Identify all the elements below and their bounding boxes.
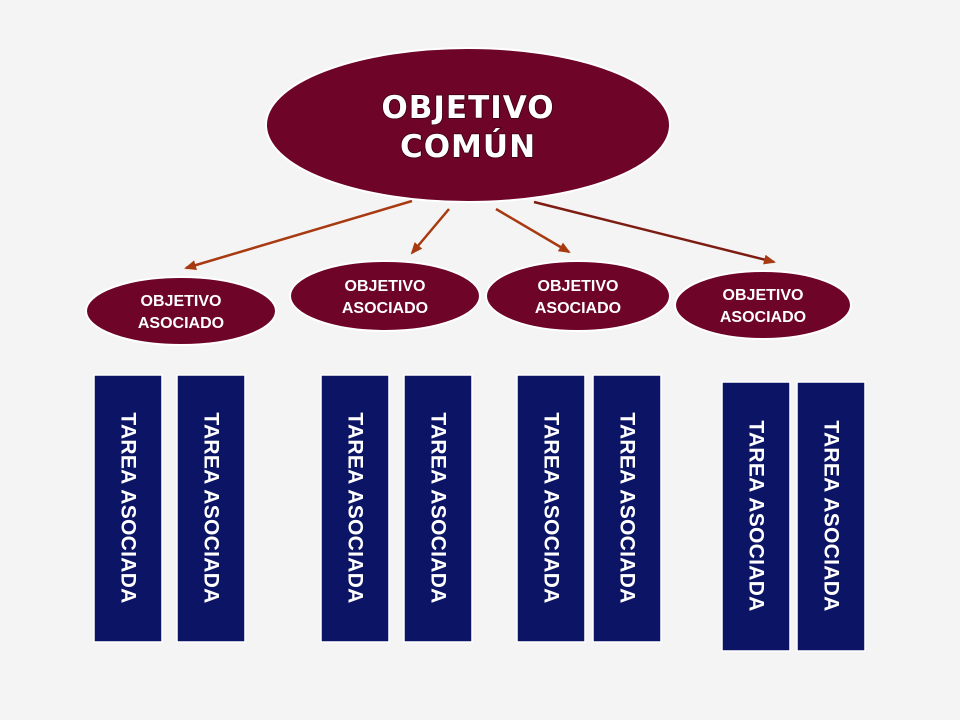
task-2-label: TAREA ASOCIADA [200,412,223,603]
task-2: TAREA ASOCIADA [176,374,246,643]
task-3-label: TAREA ASOCIADA [344,412,367,603]
task-1-label: TAREA ASOCIADA [117,412,140,603]
task-8-label: TAREA ASOCIADA [820,420,843,611]
objective-1-ellipse [85,276,277,346]
task-4: TAREA ASOCIADA [403,374,473,643]
task-2-box [176,374,246,643]
main-objective-line1: OBJETIVO [381,90,554,126]
objective-2-line1: OBJETIVO [345,278,426,295]
objective-4: OBJETIVO ASOCIADO [674,270,852,340]
task-7-label: TAREA ASOCIADA [745,420,768,611]
main-objective-ellipse [265,47,671,203]
objective-2: OBJETIVO ASOCIADO [289,260,481,332]
arrow-to-objective-3 [495,207,571,254]
objective-2-ellipse [289,260,481,332]
arrow-to-objective-4 [533,200,776,265]
objective-3-line1: OBJETIVO [538,278,619,295]
task-6: TAREA ASOCIADA [592,374,662,643]
objective-2-line2: ASOCIADO [342,300,428,317]
task-1-box [93,374,163,643]
task-5-box [516,374,586,643]
objective-1-line1: OBJETIVO [141,293,222,310]
task-1: TAREA ASOCIADA [93,374,163,643]
objective-4-line1: OBJETIVO [723,287,804,304]
task-3-box [320,374,390,643]
objective-4-ellipse [674,270,852,340]
arrow-to-objective-2 [410,208,450,255]
task-3: TAREA ASOCIADA [320,374,390,643]
main-objective-line2: COMÚN [400,128,536,165]
task-7: TAREA ASOCIADA [721,381,791,652]
connector-arrows [184,199,776,270]
arrow-to-objective-1 [184,199,413,270]
main-objective: OBJETIVO COMÚN [265,47,671,203]
task-6-label: TAREA ASOCIADA [616,412,639,603]
objective-4-line2: ASOCIADO [720,309,806,326]
task-5: TAREA ASOCIADA [516,374,586,643]
task-4-label: TAREA ASOCIADA [427,412,450,603]
task-8: TAREA ASOCIADA [796,381,866,652]
task-5-label: TAREA ASOCIADA [540,412,563,603]
task-8-box [796,381,866,652]
objective-1: OBJETIVO ASOCIADO [85,276,277,346]
objective-3-ellipse [485,260,671,332]
objective-1-line2: ASOCIADO [138,315,224,332]
objective-3: OBJETIVO ASOCIADO [485,260,671,332]
task-7-box [721,381,791,652]
objective-3-line2: ASOCIADO [535,300,621,317]
task-6-box [592,374,662,643]
task-4-box [403,374,473,643]
